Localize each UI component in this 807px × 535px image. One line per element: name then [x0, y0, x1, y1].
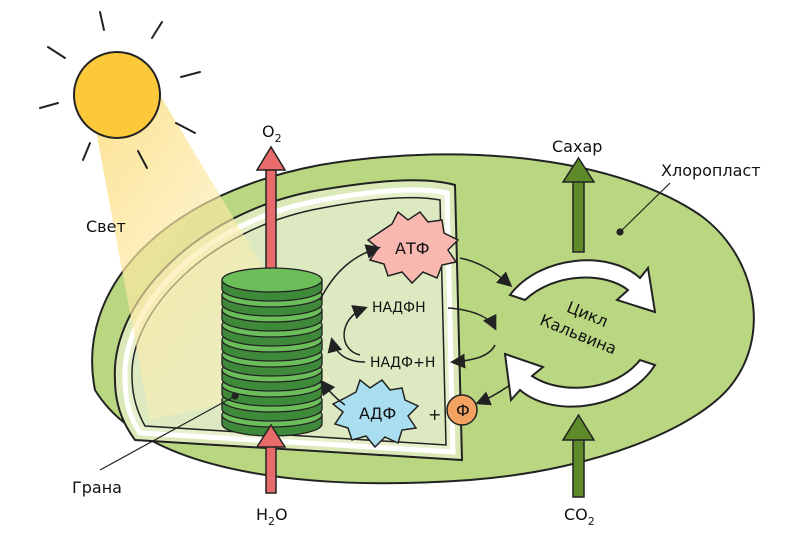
arrow-cycle-to-phosphate — [475, 384, 511, 406]
arrow-nadp-to-nadph — [343, 305, 368, 356]
sugar-arrow — [561, 156, 596, 253]
chloroplast-leader — [619, 182, 671, 233]
arrow-atp-to-cycle — [459, 257, 513, 287]
h2o-arrow — [255, 423, 287, 494]
phosphate-label: Ф — [456, 401, 470, 420]
calvin-cycle-arrows — [503, 259, 657, 408]
atp-badge — [366, 210, 460, 285]
arrow-nadph-to-cycle — [447, 307, 497, 331]
nadph-label: НАДФН — [372, 300, 426, 316]
h2o-label: H2O — [256, 505, 288, 528]
adp-badge — [331, 378, 420, 449]
grana-stack — [221, 267, 323, 437]
arrow-grana-to-atp — [319, 244, 381, 301]
grana-leader — [99, 395, 236, 471]
chloroplast-label: Хлоропласт — [661, 161, 761, 180]
arrow-cycle-to-nadp — [450, 344, 496, 369]
co2-arrow — [561, 413, 596, 498]
grana-disc — [221, 267, 323, 293]
atp-label: АТФ — [395, 239, 430, 258]
co2-label: CO2 — [564, 505, 595, 528]
o2-label: O2 — [262, 122, 282, 145]
sugar-label: Сахар — [552, 137, 602, 156]
plus-label: + — [428, 405, 441, 424]
phosphate-badge — [446, 394, 478, 426]
nadp-label: НАДФ+Н — [370, 355, 435, 371]
light-label: Свет — [86, 217, 126, 236]
arrow-nadp-to-grana — [327, 337, 366, 363]
grana-label: Грана — [72, 478, 122, 497]
adp-label: АДФ — [359, 404, 396, 423]
sun-icon — [39, 11, 201, 169]
arrow-adp-to-grana — [320, 379, 346, 406]
